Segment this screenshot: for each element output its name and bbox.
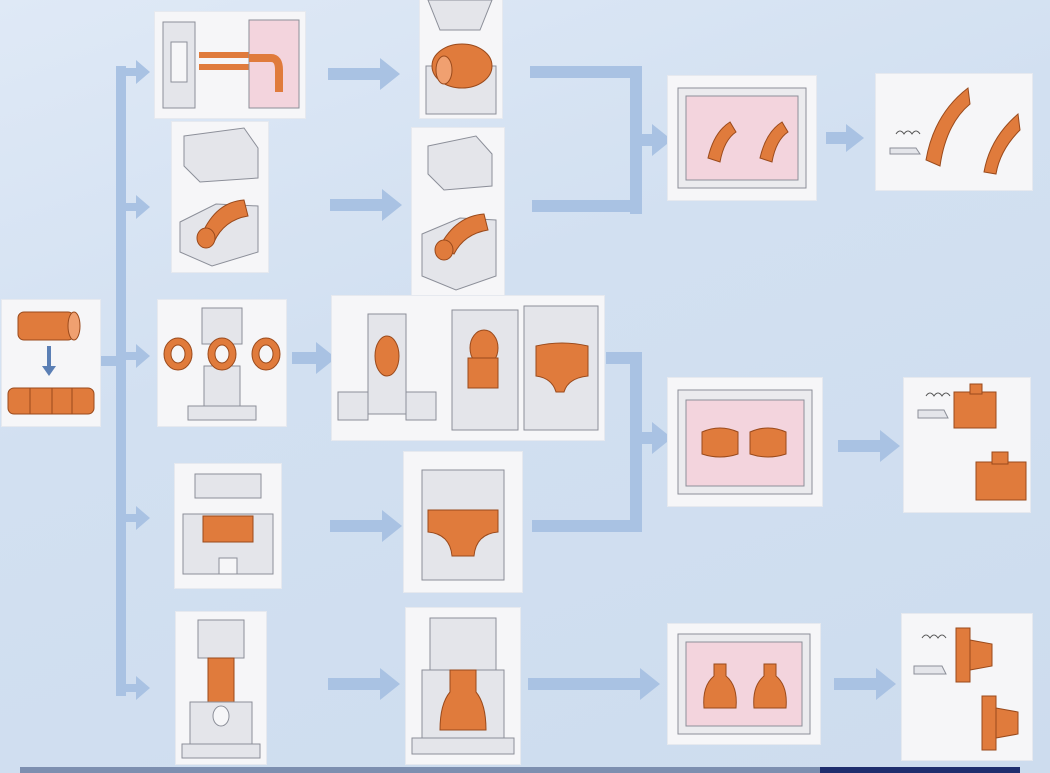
elbow-formed-panel-1 (420, 0, 502, 118)
row4-line (532, 520, 642, 532)
branch-arrow-4 (126, 506, 150, 530)
merge-line-tee (630, 352, 642, 532)
tee-furnace-panel (668, 378, 822, 506)
tee-machining-arrow (838, 430, 900, 462)
elbow-press-die-panel (172, 122, 268, 272)
tee-machining-panel (904, 378, 1030, 512)
row5-arrow-b (528, 668, 660, 700)
row5-arrow-a (328, 668, 400, 700)
mandrel-push-die-icon (162, 19, 300, 109)
reducer-machining-panel (902, 614, 1032, 760)
cutting-tool-icon (917, 383, 1027, 501)
branch-arrow-1 (126, 60, 150, 84)
reducer-formed-die-icon (411, 617, 515, 755)
row2-line (532, 200, 642, 212)
elbow-push-die-panel (155, 12, 305, 118)
elbow-machining-panel (876, 74, 1032, 190)
tee-pressed-panel (404, 452, 522, 592)
reducer-furnace-panel (668, 624, 820, 744)
extrusion-die-icon (181, 619, 261, 759)
tee-formed-die-icon (421, 469, 505, 581)
tee-bulging-panel (332, 296, 604, 440)
branch-arrow-5 (126, 676, 150, 700)
row2-arrow-a (330, 189, 402, 221)
tee-press-die-icon (182, 473, 274, 575)
source-connector (98, 356, 118, 366)
row1-line (530, 66, 640, 78)
elbow-formed-panel-2 (412, 128, 504, 296)
tee-press-die-panel (175, 464, 281, 588)
elbow-machining-arrow (826, 124, 864, 152)
spine-line (116, 66, 126, 696)
hydraulic-bulging-die-icon (337, 305, 599, 431)
rings-die-panel (158, 300, 286, 426)
branch-arrow-2 (126, 195, 150, 219)
elbow-die-icon-1 (425, 0, 497, 115)
pipe-stock-icon (7, 311, 95, 415)
cutting-tool-icon (913, 627, 1019, 751)
elbow-die-icon-2 (421, 135, 497, 291)
row3-arrow-a (292, 342, 336, 374)
branch-arrow-3 (126, 344, 150, 368)
furnace-icon (677, 87, 807, 189)
footer-bar (20, 767, 1020, 773)
cutting-tool-icon (889, 87, 1021, 175)
elbow-furnace-arrow (642, 124, 672, 156)
merge-line-elbow (630, 66, 642, 214)
ring-blanks-icon (163, 307, 281, 421)
reducer-machining-arrow (834, 668, 896, 700)
furnace-icon (677, 389, 813, 495)
furnace-icon (677, 633, 811, 735)
raw-material-panel (2, 300, 100, 426)
row1-arrow-a (328, 58, 400, 90)
footer-accent (820, 767, 1020, 773)
tee-furnace-arrow (642, 422, 672, 454)
reducer-extruded-panel (406, 608, 520, 764)
row4-arrow-a (330, 510, 402, 542)
half-die-press-icon (179, 127, 259, 267)
reducer-die-panel (176, 612, 266, 764)
elbow-furnace-panel (668, 76, 816, 200)
